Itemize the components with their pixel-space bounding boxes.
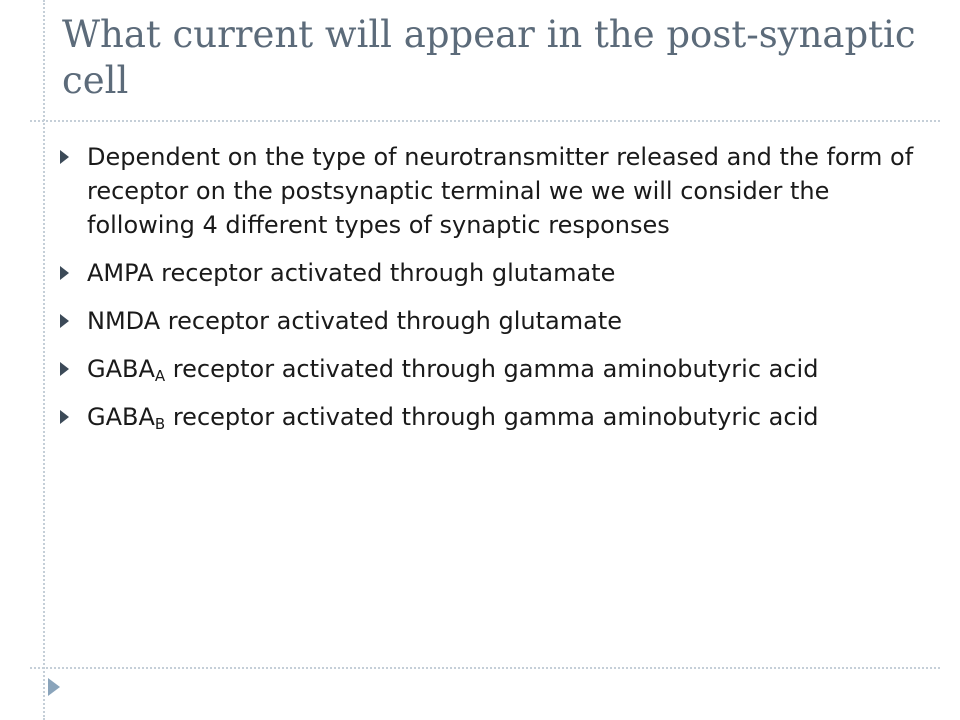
bullet-subscript: B xyxy=(154,415,166,433)
bullet-item: GABAA receptor activated through gamma a… xyxy=(54,352,914,386)
next-slide-arrow-icon[interactable] xyxy=(48,678,60,696)
bullet-text: NMDA receptor activated through glutamat… xyxy=(87,307,623,335)
bullet-prefix: GABA xyxy=(87,355,155,383)
triangle-bullet-icon xyxy=(60,362,69,376)
title-divider-line xyxy=(30,120,940,122)
bullet-text: receptor activated through gamma aminobu… xyxy=(165,355,819,383)
triangle-bullet-icon xyxy=(60,314,69,328)
bullet-text: Dependent on the type of neurotransmitte… xyxy=(87,143,914,239)
bullet-item: Dependent on the type of neurotransmitte… xyxy=(54,140,914,242)
bullet-text: AMPA receptor activated through glutamat… xyxy=(87,259,616,287)
triangle-bullet-icon xyxy=(60,150,69,164)
footer-divider-line xyxy=(30,667,940,669)
triangle-bullet-icon xyxy=(60,410,69,424)
bullet-subscript: A xyxy=(154,367,166,385)
bullet-prefix: GABA xyxy=(87,403,155,431)
vertical-guide-line xyxy=(43,0,45,720)
bullet-item: GABAB receptor activated through gamma a… xyxy=(54,400,914,434)
bullet-list: Dependent on the type of neurotransmitte… xyxy=(54,140,914,448)
bullet-item: AMPA receptor activated through glutamat… xyxy=(54,256,914,290)
slide-title: What current will appear in the post-syn… xyxy=(62,13,916,102)
triangle-bullet-icon xyxy=(60,266,69,280)
bullet-text: receptor activated through gamma aminobu… xyxy=(165,403,819,431)
bullet-item: NMDA receptor activated through glutamat… xyxy=(54,304,914,338)
